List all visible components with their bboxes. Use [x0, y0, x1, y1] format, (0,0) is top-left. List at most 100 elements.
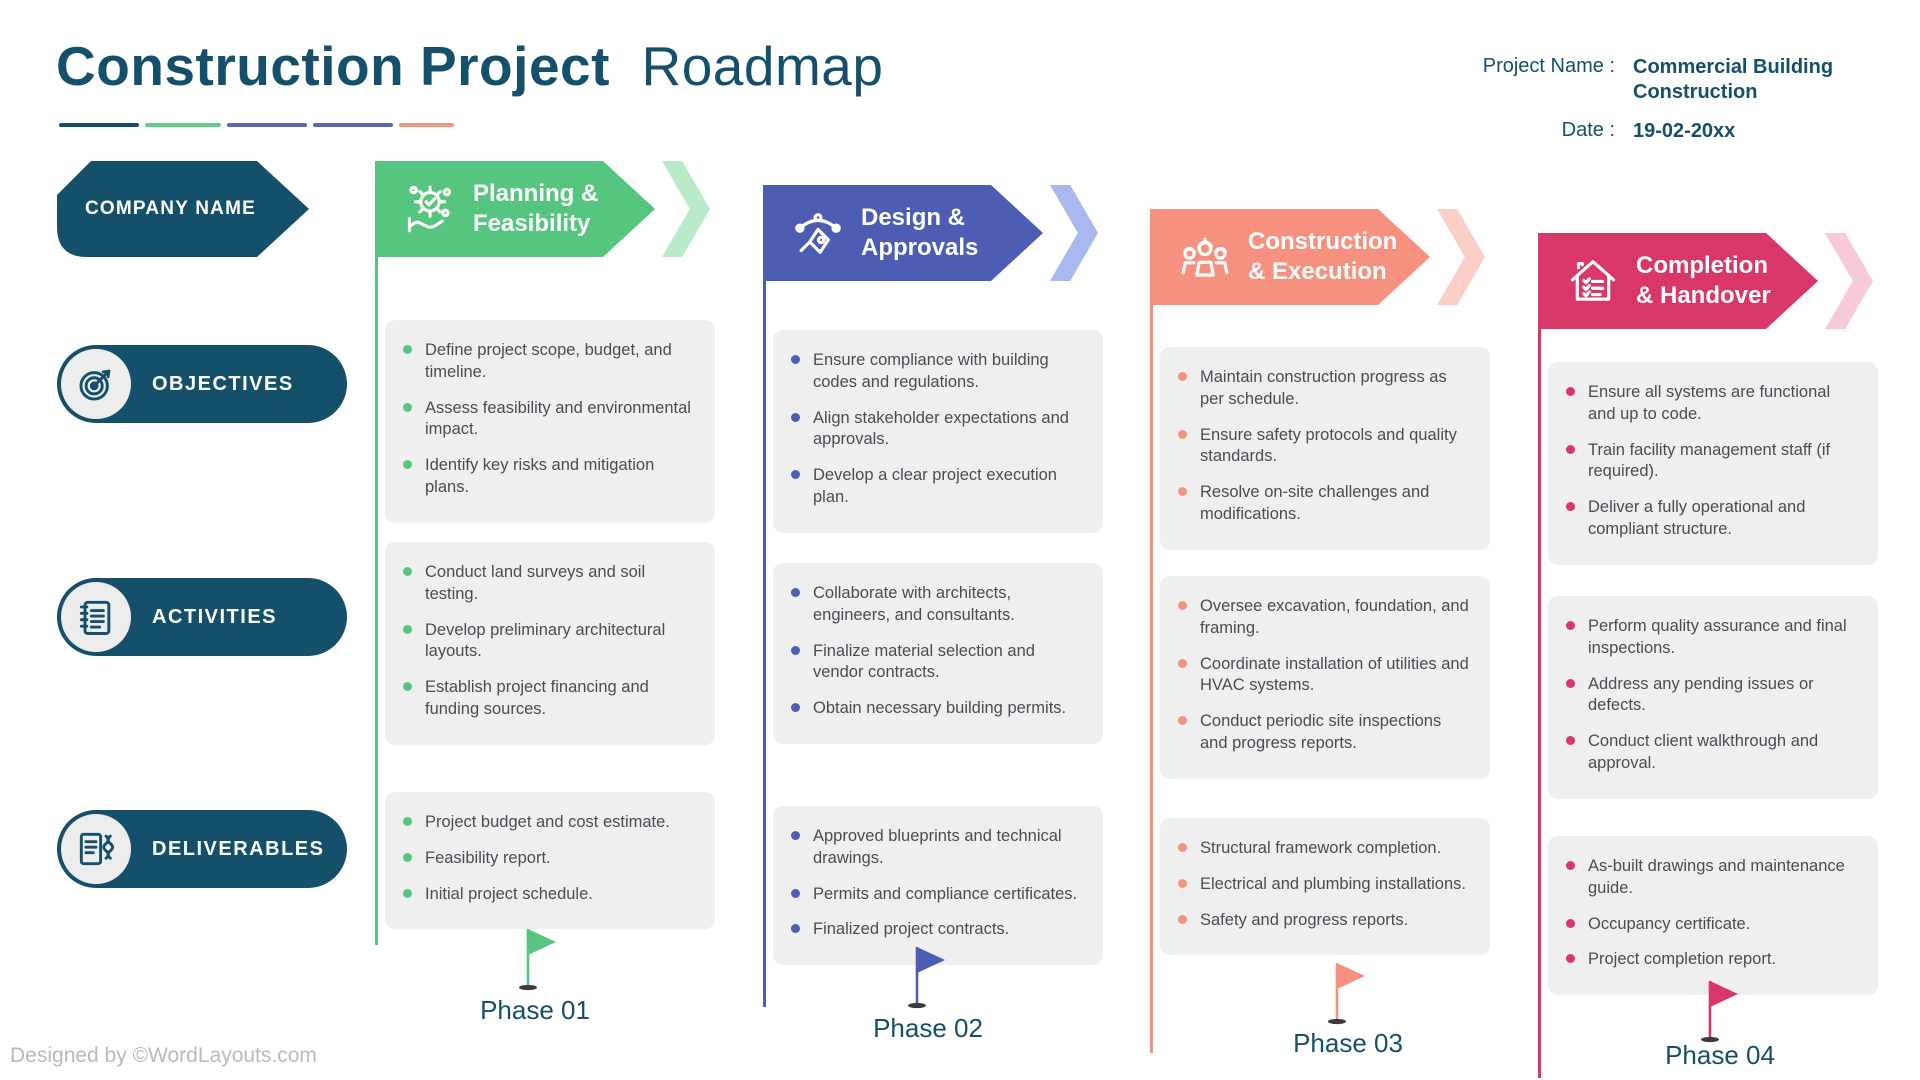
phase2-title: Design &Approvals — [861, 204, 979, 261]
bullet-dot — [791, 588, 800, 597]
planning-gears-hand-icon — [401, 180, 459, 238]
phase4-objectives-box: Ensure all systems are functional and up… — [1548, 362, 1878, 565]
phase4-flag-icon — [1698, 978, 1744, 1046]
list-item: Resolve on-site challenges and modificat… — [1178, 482, 1472, 526]
list-item: Deliver a fully operational and complian… — [1566, 497, 1860, 541]
list-item: Project completion report. — [1566, 949, 1860, 971]
phase2-header-banner: Design &Approvals — [763, 185, 1043, 281]
list-item: Feasibility report. — [403, 848, 697, 870]
phase1-timeline-line — [375, 170, 378, 945]
bullet-dot — [1178, 429, 1187, 439]
phase2-flag-icon — [905, 944, 951, 1012]
phase3-flag-icon — [1325, 960, 1371, 1028]
phase4-chevron-icon — [1825, 233, 1873, 329]
list-item: Train facility management staff (if requ… — [1566, 440, 1860, 484]
bullet-dot — [1566, 954, 1575, 964]
list-item: Conduct periodic site inspections and pr… — [1178, 711, 1472, 755]
bullet-dot — [403, 624, 412, 634]
bullet-dot — [1178, 372, 1187, 381]
list-item: Approved blueprints and technical drawin… — [791, 826, 1085, 870]
bullet-dot — [403, 852, 412, 862]
target-icon — [61, 349, 131, 419]
phase3-activities-box: Oversee excavation, foundation, and fram… — [1160, 576, 1490, 779]
phase4-label: Phase 04 — [1665, 1040, 1775, 1070]
phase4-deliverables-box: As-built drawings and maintenance guide.… — [1548, 836, 1878, 996]
list-item: Perform quality assurance and final insp… — [1566, 616, 1860, 660]
bullet-dot — [791, 355, 800, 364]
sidebar-row-label: OBJECTIVES — [152, 372, 294, 395]
list-item: Conduct land surveys and soil testing. — [403, 562, 697, 606]
project-info: Project Name : Commercial Building Const… — [1455, 55, 1885, 144]
company-name-banner: COMPANY NAME — [57, 161, 309, 257]
bullet-dot — [1566, 502, 1575, 512]
phase2-activities-box: Collaborate with architects, engineers, … — [773, 563, 1103, 744]
phase2-chevron-icon — [1050, 185, 1098, 281]
phase4-title: Completion& Handover — [1636, 252, 1771, 309]
phase1-objectives-box: Define project scope, budget, and timeli… — [385, 320, 715, 523]
list-item: Develop a clear project execution plan. — [791, 465, 1085, 509]
list-item: Assess feasibility and environmental imp… — [403, 398, 697, 442]
company-name-label: COMPANY NAME — [85, 198, 256, 219]
phase4-header-banner: Completion& Handover — [1538, 233, 1818, 329]
project-name-label: Project Name : — [1482, 55, 1615, 77]
bullet-dot — [1178, 843, 1187, 852]
bullet-dot — [1178, 716, 1187, 726]
date-label: Date : — [1561, 119, 1615, 141]
bullet-dot — [1178, 487, 1187, 497]
designer-credit: Designed by ©WordLayouts.com — [10, 1044, 317, 1067]
bullet-dot — [1566, 736, 1575, 746]
bullet-dot — [1566, 621, 1575, 630]
phase1-deliverables-box: Project budget and cost estimate. Feasib… — [385, 792, 715, 930]
bullet-dot — [791, 470, 800, 480]
phase3-title: Construction& Execution — [1248, 228, 1398, 285]
bullet-dot — [791, 703, 800, 713]
list-item: Maintain construction progress as per sc… — [1178, 367, 1472, 411]
list-item: Coordinate installation of utilities and… — [1178, 654, 1472, 698]
phase3-header-banner: Construction& Execution — [1150, 209, 1430, 305]
sidebar-row-activities: ACTIVITIES — [57, 578, 347, 656]
bullet-dot — [1178, 601, 1187, 610]
phase4-timeline-line — [1538, 242, 1541, 1078]
list-item: Occupancy certificate. — [1566, 914, 1860, 936]
bullet-dot — [403, 682, 412, 692]
phase1-label: Phase 01 — [480, 995, 590, 1025]
phase3-label: Phase 03 — [1293, 1028, 1403, 1058]
bullet-dot — [403, 567, 412, 576]
list-item: Structural framework completion. — [1178, 838, 1472, 860]
phase1-activities-box: Conduct land surveys and soil testing. D… — [385, 542, 715, 745]
bullet-dot — [1178, 658, 1187, 668]
list-item: Develop preliminary architectural layout… — [403, 620, 697, 664]
phase1-header-banner: Planning &Feasibility — [375, 161, 655, 257]
bullet-dot — [791, 924, 800, 934]
phase2-label: Phase 02 — [873, 1013, 983, 1043]
list-item: Ensure compliance with building codes an… — [791, 350, 1085, 394]
bullet-dot — [403, 817, 412, 826]
page-title: Construction Project Roadmap — [56, 34, 883, 98]
bullet-dot — [791, 831, 800, 840]
phase1-title: Planning &Feasibility — [473, 180, 599, 237]
phase4-activities-box: Perform quality assurance and final insp… — [1548, 596, 1878, 799]
phase1-flag-icon — [516, 926, 562, 994]
house-checklist-icon — [1564, 252, 1622, 310]
phase2-deliverables-box: Approved blueprints and technical drawin… — [773, 806, 1103, 966]
pen-tool-icon — [789, 204, 847, 262]
list-item: Safety and progress reports. — [1178, 910, 1472, 932]
list-item: Obtain necessary building permits. — [791, 698, 1085, 720]
title-underline — [59, 123, 454, 127]
list-item: Establish project financing and funding … — [403, 677, 697, 721]
phase2-objectives-box: Ensure compliance with building codes an… — [773, 330, 1103, 533]
page-title-bold: Construction Project — [56, 35, 610, 97]
phase3-objectives-box: Maintain construction progress as per sc… — [1160, 347, 1490, 550]
phase3-timeline-line — [1150, 218, 1153, 1053]
document-gear-icon — [61, 814, 131, 884]
notebook-icon — [61, 582, 131, 652]
list-item: Electrical and plumbing installations. — [1178, 874, 1472, 896]
construction-workers-icon — [1176, 228, 1234, 286]
bullet-dot — [791, 888, 800, 898]
bullet-dot — [1566, 444, 1575, 454]
date-value: 19-02-20xx — [1633, 120, 1736, 142]
bullet-dot — [1566, 678, 1575, 688]
list-item: Permits and compliance certificates. — [791, 884, 1085, 906]
bullet-dot — [403, 345, 412, 354]
